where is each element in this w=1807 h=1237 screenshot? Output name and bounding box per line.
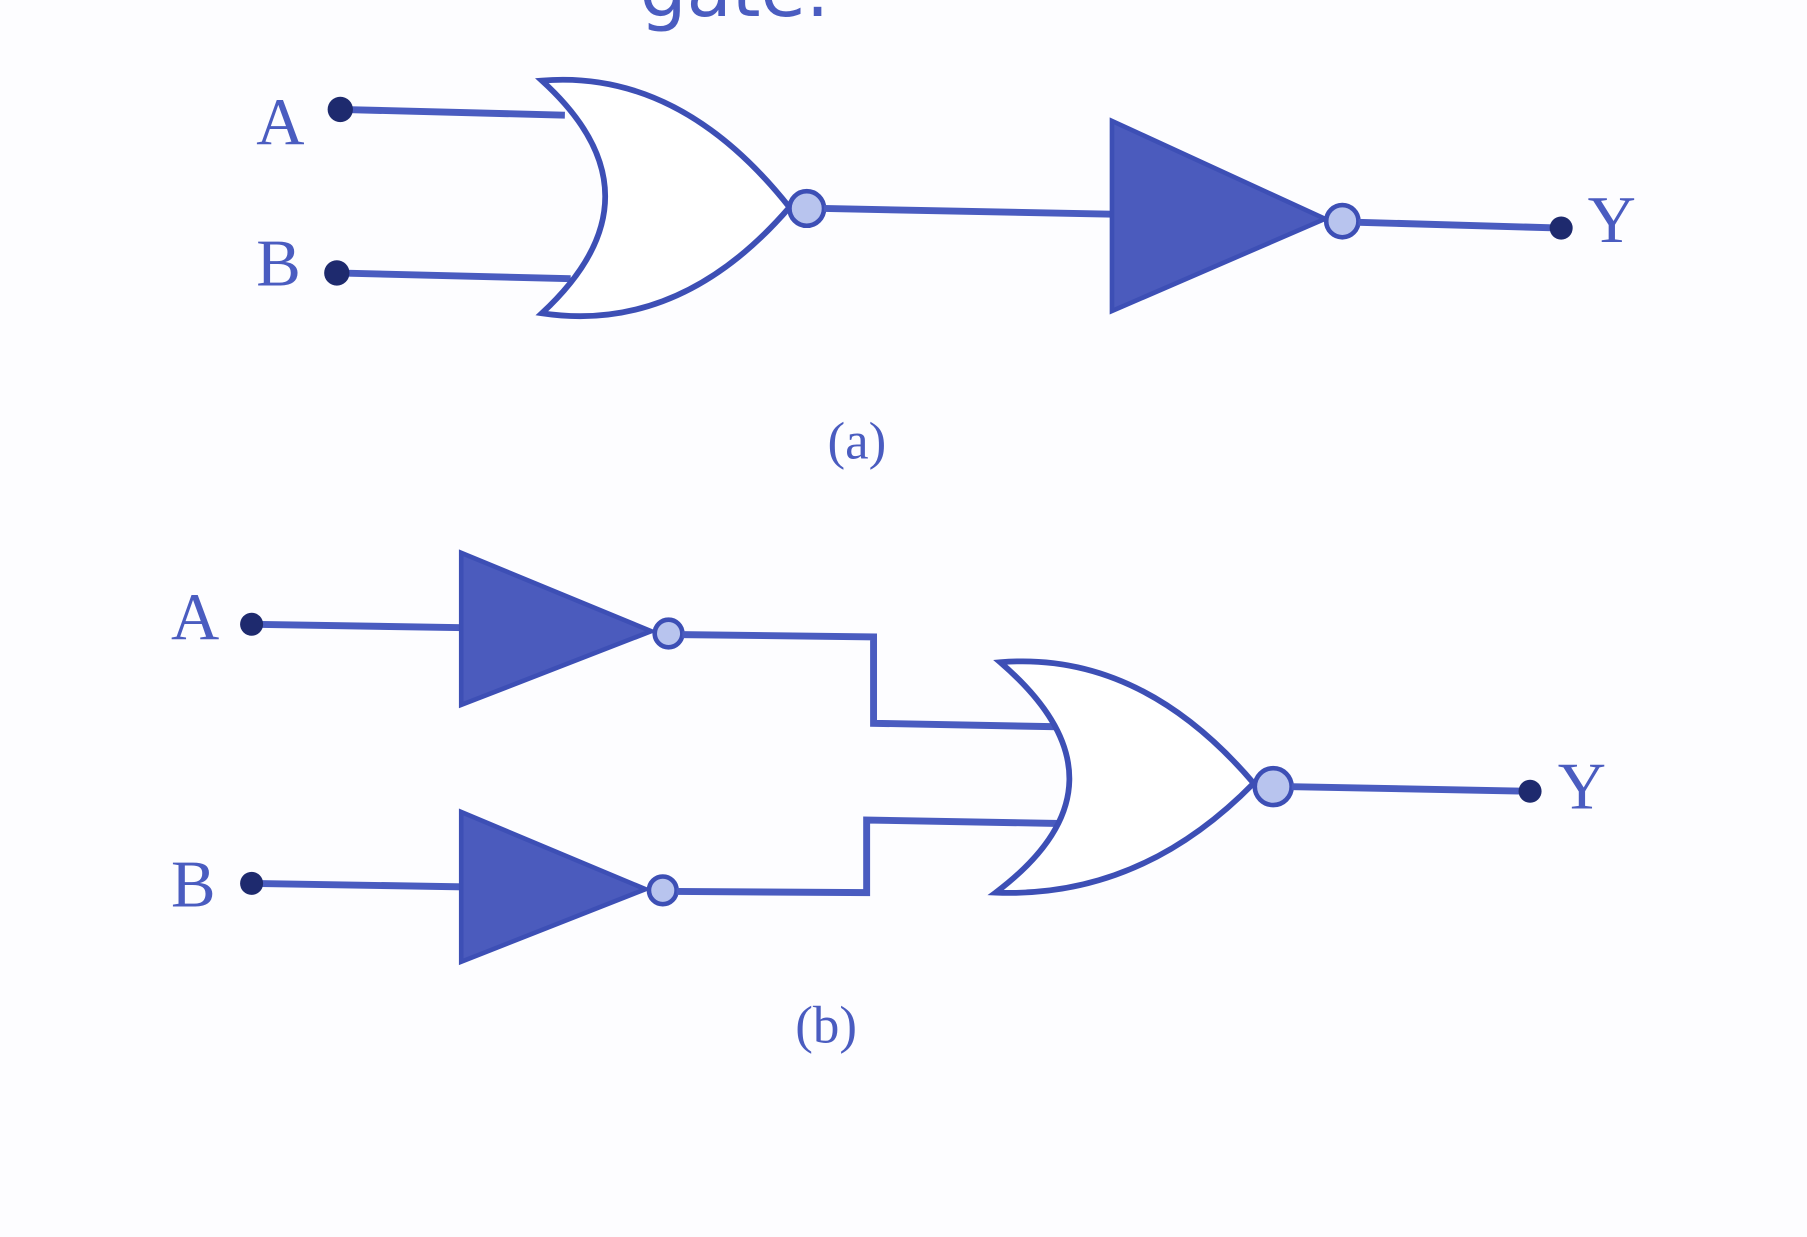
- output-y-label: Y: [1588, 183, 1636, 257]
- terminal-b: [240, 871, 264, 895]
- terminal-y: [1518, 779, 1542, 803]
- terminal-y: [1549, 216, 1573, 240]
- wire-out: [1291, 783, 1531, 795]
- not-gate-a: [458, 549, 658, 709]
- caption-a: (a): [827, 412, 886, 470]
- diagram-b: A B Y (b): [171, 549, 1606, 1054]
- input-b-label: B: [171, 847, 216, 921]
- not-bubble-a: [652, 617, 685, 650]
- terminal-a: [327, 96, 353, 123]
- input-a-label: A: [256, 85, 304, 159]
- terminal-a: [240, 612, 264, 636]
- wire-a: [340, 105, 565, 119]
- not-gate-b: [458, 808, 652, 966]
- nor-gate: [987, 658, 1258, 896]
- output-y-label: Y: [1558, 750, 1606, 824]
- wire-notb-to-nor: [676, 816, 1061, 897]
- wire-b: [336, 269, 571, 283]
- wire-nota-to-nor: [682, 631, 1058, 731]
- wire-mid: [823, 205, 1113, 218]
- diagram-a: A B Y (a): [256, 76, 1636, 470]
- header-fragment: gate.: [640, 0, 830, 34]
- input-a-label: A: [171, 580, 219, 654]
- nor-gate: [535, 76, 794, 319]
- not-gate: [1109, 117, 1331, 315]
- caption-b: (b): [795, 996, 857, 1054]
- wire-b: [251, 879, 464, 891]
- input-b-label: B: [256, 227, 301, 301]
- terminal-b: [324, 260, 350, 286]
- nor-bubble: [787, 188, 827, 229]
- not-bubble: [1323, 202, 1361, 240]
- not-bubble-b: [646, 874, 679, 907]
- wire-out: [1358, 218, 1562, 232]
- nor-bubble: [1252, 765, 1294, 808]
- wire-a: [251, 620, 464, 632]
